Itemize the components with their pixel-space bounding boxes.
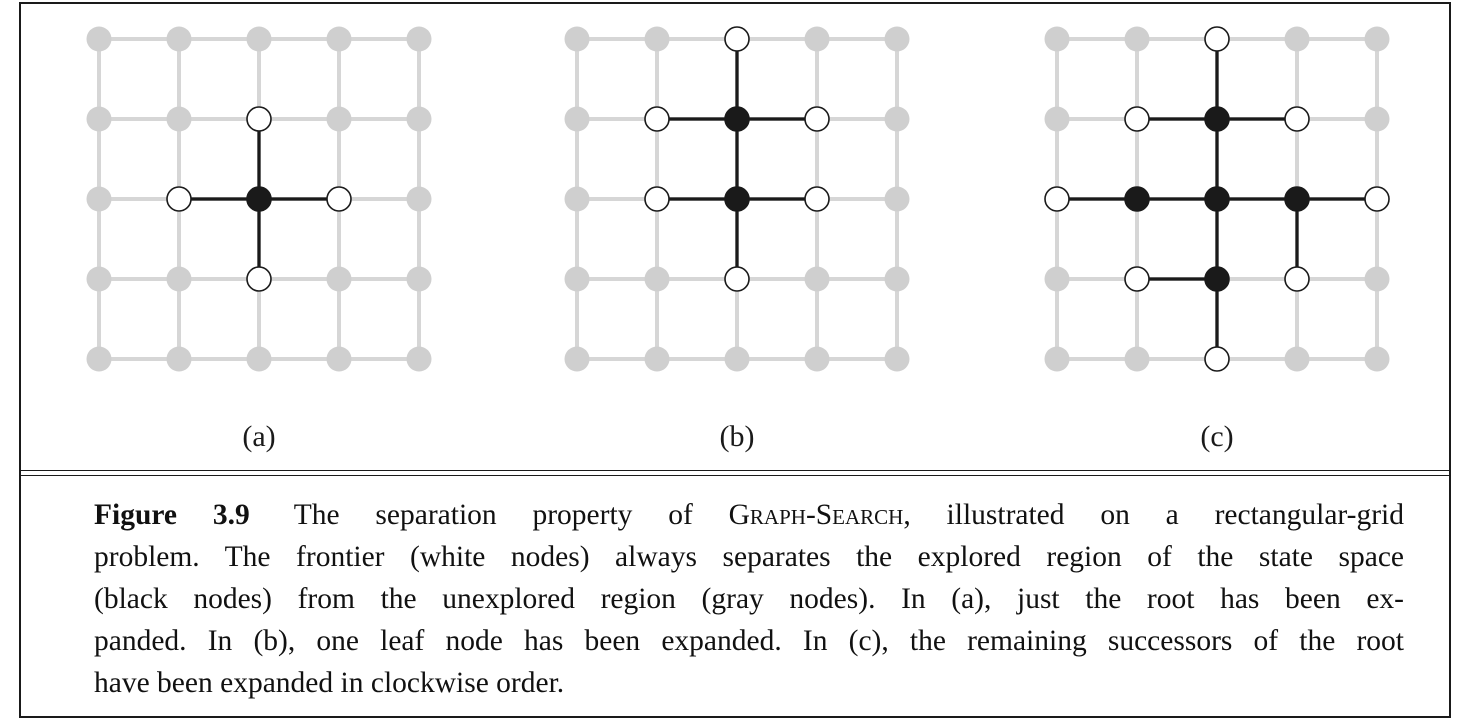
unexplored-node xyxy=(884,346,910,372)
panel-b: (b) xyxy=(564,26,910,453)
unexplored-node xyxy=(166,266,192,292)
frontier-node xyxy=(1124,106,1150,132)
caption-text-1b: , illustrated on a rectangular-grid xyxy=(903,499,1405,531)
frontier-node xyxy=(1044,186,1070,212)
unexplored-node xyxy=(406,266,432,292)
frontier-node xyxy=(326,186,352,212)
caption-line-3: (black nodes) from the unexplored region… xyxy=(94,583,1404,615)
caption-line-5: have been expanded in clockwise order. xyxy=(94,667,565,699)
frontier-node xyxy=(246,106,272,132)
unexplored-node xyxy=(406,186,432,212)
caption-line-1: Figure 3.9 The separation property of Gra… xyxy=(94,494,1404,536)
grid-diagrams-svg: (a) (b) (c) xyxy=(86,26,1390,453)
unexplored-node xyxy=(86,26,112,52)
frontier-node xyxy=(246,266,272,292)
unexplored-node xyxy=(1364,346,1390,372)
unexplored-node xyxy=(884,106,910,132)
unexplored-node xyxy=(326,26,352,52)
caption-line-2: problem. The frontier (white nodes) alwa… xyxy=(94,541,1404,573)
unexplored-node xyxy=(326,346,352,372)
explored-node xyxy=(246,186,272,212)
unexplored-node xyxy=(406,346,432,372)
algorithm-name: Graph-Search xyxy=(728,499,904,531)
explored-node xyxy=(1204,106,1230,132)
panel-label-a: (a) xyxy=(242,420,275,453)
unexplored-node xyxy=(1124,26,1150,52)
frontier-node xyxy=(1204,26,1230,52)
panel-a: (a) xyxy=(86,26,432,453)
frontier-node xyxy=(644,106,670,132)
frontier-node xyxy=(1204,346,1230,372)
unexplored-node xyxy=(644,266,670,292)
figure-caption: Figure 3.9 The separation property of Gra… xyxy=(94,494,1404,704)
explored-node xyxy=(1124,186,1150,212)
frontier-node xyxy=(724,266,750,292)
unexplored-node xyxy=(406,106,432,132)
unexplored-node xyxy=(86,266,112,292)
unexplored-node xyxy=(564,266,590,292)
figure-label: Figure 3.9 xyxy=(94,499,250,531)
unexplored-node xyxy=(246,26,272,52)
figure-frame: (a) (b) (c) Figure 3.9 The separation prope… xyxy=(19,2,1451,718)
unexplored-node xyxy=(86,106,112,132)
unexplored-node xyxy=(1044,26,1070,52)
panel-label-b: (b) xyxy=(720,420,755,453)
unexplored-node xyxy=(1364,106,1390,132)
unexplored-node xyxy=(644,346,670,372)
unexplored-node xyxy=(86,186,112,212)
unexplored-node xyxy=(1364,266,1390,292)
unexplored-node xyxy=(884,26,910,52)
frontier-node xyxy=(1364,186,1390,212)
unexplored-node xyxy=(884,186,910,212)
unexplored-node xyxy=(724,346,750,372)
frontier-node xyxy=(1124,266,1150,292)
unexplored-node xyxy=(166,346,192,372)
unexplored-node xyxy=(1044,266,1070,292)
unexplored-node xyxy=(246,346,272,372)
frontier-node xyxy=(644,186,670,212)
unexplored-node xyxy=(166,106,192,132)
panel-label-c: (c) xyxy=(1200,420,1233,453)
caption-separator xyxy=(21,470,1449,476)
caption-text-1a: The separation property of xyxy=(293,499,729,531)
unexplored-node xyxy=(804,346,830,372)
explored-node xyxy=(724,186,750,212)
frontier-node xyxy=(724,26,750,52)
unexplored-node xyxy=(326,266,352,292)
unexplored-node xyxy=(564,106,590,132)
unexplored-node xyxy=(1284,26,1310,52)
unexplored-node xyxy=(1284,346,1310,372)
explored-node xyxy=(1204,266,1230,292)
frontier-node xyxy=(804,106,830,132)
unexplored-node xyxy=(564,346,590,372)
unexplored-node xyxy=(564,186,590,212)
figure-diagrams: (a) (b) (c) xyxy=(21,4,1449,470)
unexplored-node xyxy=(804,266,830,292)
unexplored-node xyxy=(166,26,192,52)
unexplored-node xyxy=(1364,26,1390,52)
frontier-node xyxy=(166,186,192,212)
panel-c: (c) xyxy=(1044,26,1390,453)
unexplored-node xyxy=(804,26,830,52)
unexplored-node xyxy=(564,26,590,52)
unexplored-node xyxy=(644,26,670,52)
explored-node xyxy=(1204,186,1230,212)
explored-node xyxy=(724,106,750,132)
unexplored-node xyxy=(406,26,432,52)
unexplored-node xyxy=(1044,106,1070,132)
explored-node xyxy=(1284,186,1310,212)
unexplored-node xyxy=(86,346,112,372)
unexplored-node xyxy=(326,106,352,132)
frontier-node xyxy=(1284,266,1310,292)
frontier-node xyxy=(1284,106,1310,132)
unexplored-node xyxy=(884,266,910,292)
unexplored-node xyxy=(1124,346,1150,372)
unexplored-node xyxy=(1044,346,1070,372)
frontier-node xyxy=(804,186,830,212)
caption-line-4: panded. In (b), one leaf node has been e… xyxy=(94,625,1404,657)
